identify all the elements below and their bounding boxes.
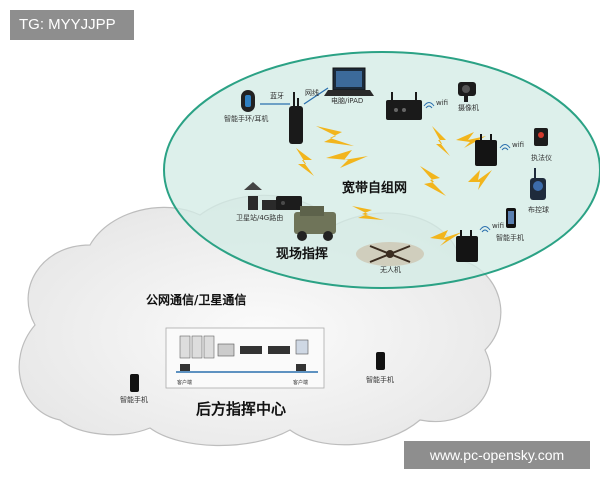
cable-label: 网线 (305, 88, 319, 97)
adhoc-network-ellipse (163, 51, 600, 289)
mesh-node-icon (475, 134, 497, 166)
surveillance-label: 布控球 (528, 205, 549, 214)
satellite-label: 卫星站/4G路由 (236, 213, 283, 222)
mesh-node-icon (456, 230, 478, 262)
lightning-bolt (296, 148, 314, 176)
phone-label: 智能手机 (366, 375, 394, 384)
wireless-links (296, 126, 492, 246)
lightning-bolt (432, 126, 450, 156)
smart-band-icon (241, 90, 255, 112)
laptop-icon (324, 67, 374, 96)
computer-label: 电脑/iPAD (331, 96, 363, 105)
wifi-label: wifi (512, 141, 524, 149)
camera-icon (458, 82, 476, 102)
satellite-router-icon (244, 182, 280, 210)
client-label: 客户端 (177, 379, 192, 386)
body-camera-icon (534, 128, 548, 146)
phone-label: 智能手机 (120, 395, 148, 404)
camera-label: 摄像机 (458, 103, 479, 112)
rear-command-title: 后方指挥中心 (196, 400, 286, 418)
router-box-icon (276, 196, 302, 210)
wifi-label: wifi (492, 222, 504, 230)
field-command-title: 现场指挥 (276, 246, 328, 262)
command-center-network (165, 327, 325, 389)
wifi-icon (499, 144, 511, 151)
smart-band-label: 智能手环/耳机 (224, 114, 268, 123)
watermark-top: TG: MYYJJPP (10, 10, 134, 40)
phone-label: 智能手机 (496, 233, 524, 242)
client-label: 客户端 (293, 379, 308, 386)
lightning-bolt (316, 126, 354, 146)
drone-label: 无人机 (380, 265, 401, 274)
surveillance-ball-icon (530, 168, 546, 200)
bluetooth-label: 蓝牙 (270, 91, 284, 100)
public-network-title: 公网通信/卫星通信 (146, 292, 246, 307)
smartphone-icon (376, 352, 385, 370)
lightning-bolt (468, 170, 492, 190)
drone-icon (356, 242, 424, 266)
smartphone-icon (130, 374, 139, 392)
lightning-bolt (326, 150, 368, 168)
wifi-icon (479, 226, 491, 233)
smartphone-icon (506, 208, 516, 228)
lightning-bolt (352, 206, 384, 220)
lightning-bolt (456, 132, 486, 148)
command-vehicle-icon (294, 206, 336, 241)
lightning-bolt (430, 230, 462, 246)
mesh-radio-icon (386, 92, 422, 120)
wifi-label: wifi (436, 99, 448, 107)
recorder-label: 执法仪 (531, 153, 552, 162)
watermark-bottom: www.pc-opensky.com (404, 441, 590, 469)
lightning-bolt (420, 166, 446, 196)
wifi-icon (423, 102, 435, 109)
adhoc-network-title: 宽带自组网 (341, 180, 407, 196)
handheld-radio-icon (289, 92, 303, 144)
